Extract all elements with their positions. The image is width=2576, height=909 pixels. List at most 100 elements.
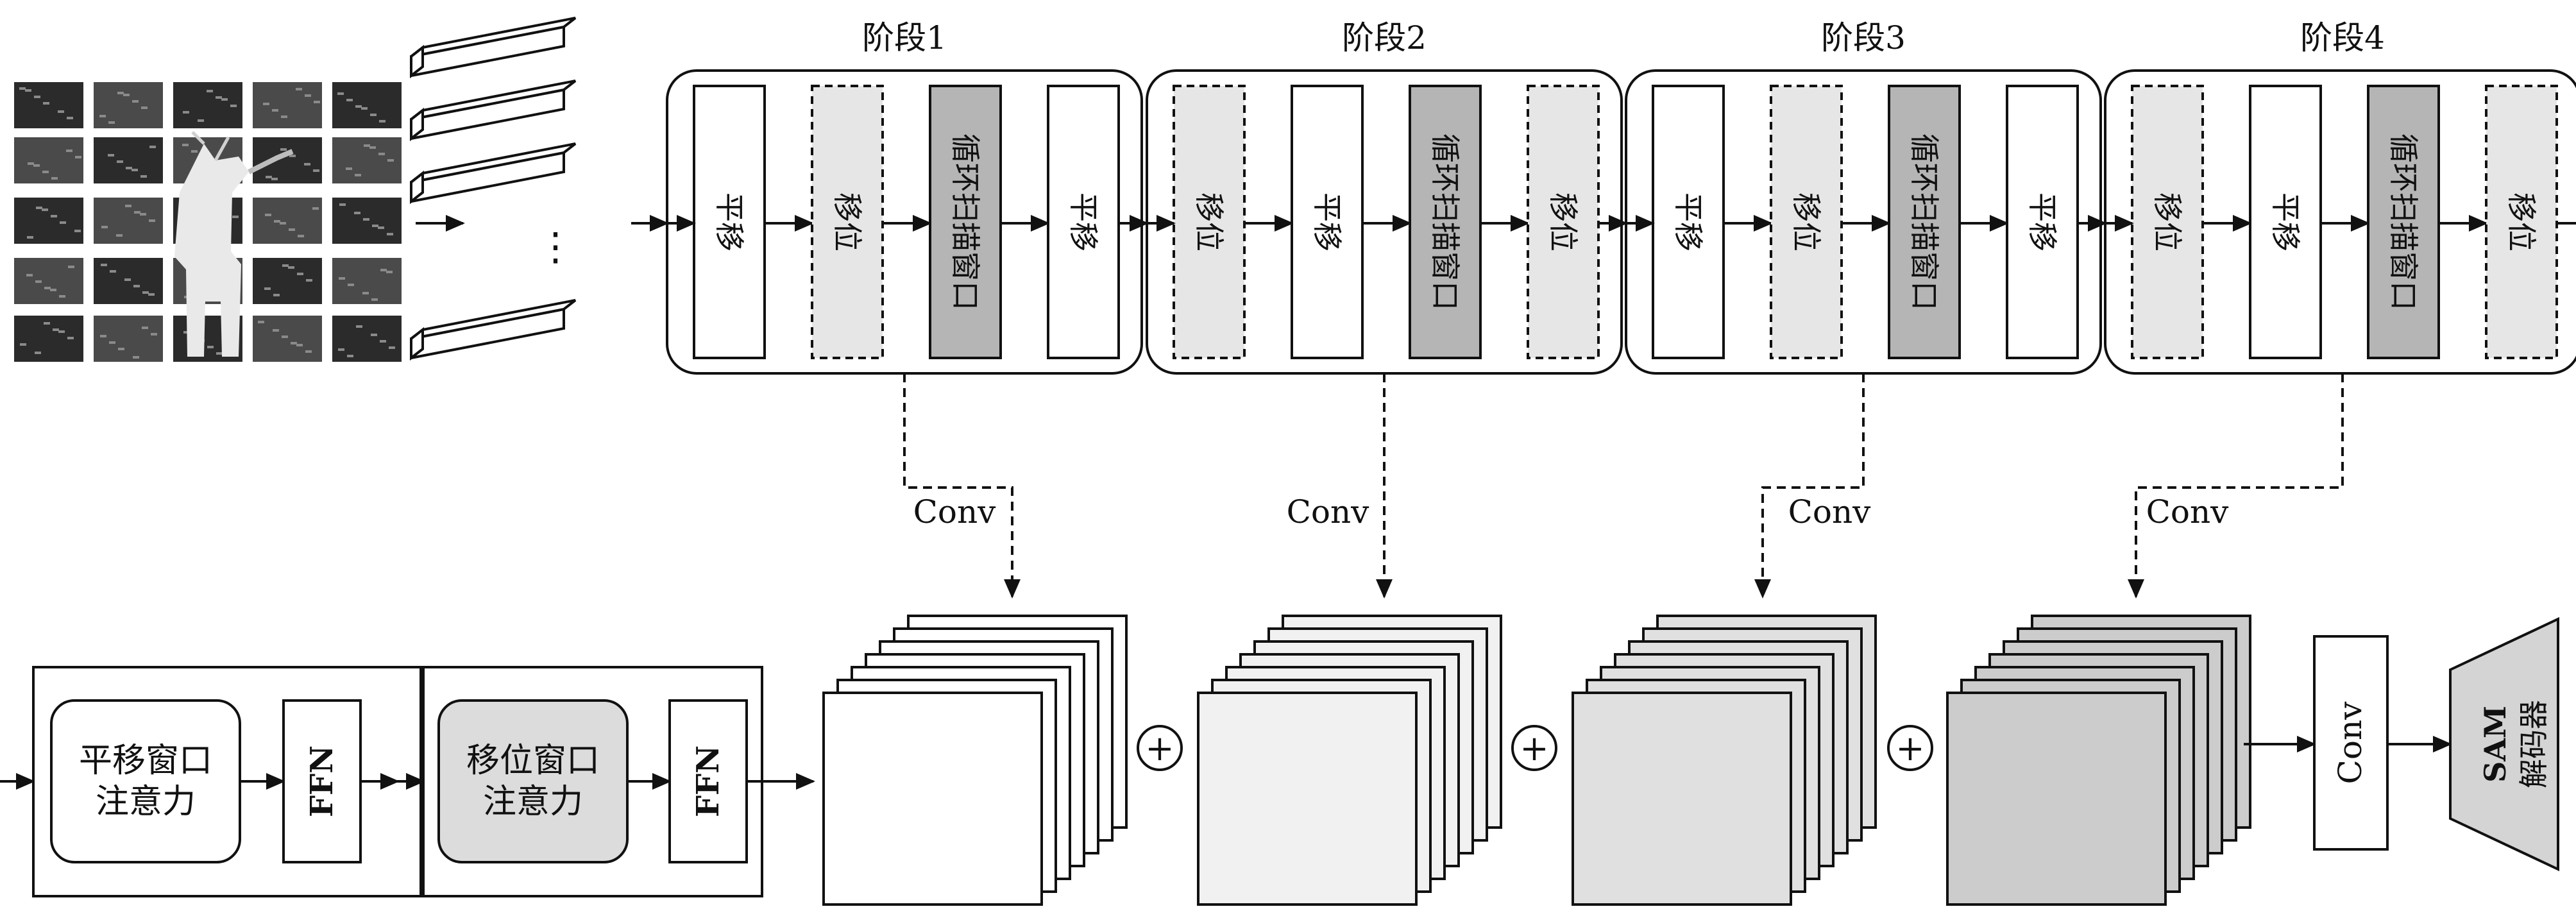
translate-window-attention-box (50, 699, 241, 863)
patch-texture (51, 215, 57, 217)
patch-texture (338, 348, 344, 351)
patch-texture (266, 176, 272, 178)
translate-window-attention-line1: 平移窗口 (79, 742, 212, 780)
patch-texture (34, 96, 40, 98)
patch-texture (297, 273, 303, 275)
patch-texture (44, 287, 51, 289)
patch-texture (59, 295, 65, 298)
patch-texture (273, 329, 279, 332)
final-conv-label: Conv (2332, 701, 2369, 785)
patch-texture (117, 160, 123, 163)
patch-texture (100, 335, 106, 337)
patch-texture (133, 356, 139, 359)
patch-texture (125, 205, 131, 207)
patch-texture (36, 207, 42, 209)
patch-texture (288, 266, 294, 269)
patch-texture (207, 90, 213, 92)
patch-texture (110, 270, 116, 273)
patch-texture (108, 154, 114, 157)
patch-texture (296, 88, 302, 90)
patch-texture (118, 348, 124, 350)
patch-texture (131, 169, 138, 171)
patch-texture (151, 333, 157, 336)
conv-dashed-connector (2128, 373, 2344, 599)
token-bar-end (410, 327, 424, 361)
patch-texture (133, 285, 140, 287)
token-bar-end (410, 44, 424, 79)
stage-title: 阶段3 (1821, 19, 1906, 56)
stages: 阶段1平移移位循环扫描窗口平移阶段2移位平移循环扫描窗口移位阶段3平移移位循环扫… (666, 19, 2576, 375)
patch-texture (109, 341, 115, 344)
input-image-patches (14, 82, 402, 362)
conv-label: Conv (2146, 493, 2230, 531)
stage-title: 阶段4 (2300, 19, 2385, 56)
cyclic-scan-window-block (2367, 85, 2440, 359)
patch-texture (198, 119, 204, 122)
image-patch (14, 198, 83, 244)
patch-texture (387, 159, 394, 162)
patch-texture (265, 214, 271, 216)
patch-texture (207, 346, 214, 348)
patch-texture (291, 342, 297, 344)
patch-texture (370, 114, 377, 116)
conv-dashed-connector (903, 373, 1021, 599)
patch-texture (216, 96, 222, 99)
shift-window-attention-line1: 移位窗口 (466, 742, 600, 780)
patch-texture (387, 233, 393, 235)
patch-texture (221, 98, 228, 101)
patch-texture (126, 167, 132, 169)
patch-texture (74, 230, 81, 232)
feature-map-sheet (1197, 692, 1418, 906)
patch-texture (361, 107, 368, 110)
patch-texture (101, 264, 107, 266)
patch-texture (216, 352, 223, 355)
patch-texture (271, 178, 278, 180)
patch-texture (66, 149, 72, 152)
patch-texture (19, 87, 26, 90)
patch-texture (140, 175, 147, 178)
patch-texture (362, 292, 369, 294)
patch-texture (263, 103, 269, 105)
sam-decoder-trapezoid (2449, 616, 2559, 872)
patch-texture (27, 236, 33, 239)
patch-texture (305, 350, 312, 353)
patch-texture (67, 337, 74, 339)
token-bar-end (410, 107, 424, 142)
patch-texture (183, 331, 190, 334)
patch-texture (149, 146, 156, 148)
patch-texture (378, 226, 384, 229)
translate-block (1047, 85, 1120, 359)
patch-texture (191, 150, 198, 153)
patch-texture (371, 334, 377, 336)
patch-texture (258, 321, 264, 323)
plus-sign-3: + (1895, 728, 1924, 769)
patch-texture (58, 330, 65, 333)
patch-texture (132, 100, 139, 103)
patch-texture (380, 340, 386, 343)
patch-texture (273, 294, 280, 296)
block-label: 平移 (1066, 192, 1101, 251)
patch-texture (53, 328, 59, 331)
patch-texture (289, 155, 296, 157)
block-label: 移位 (1192, 192, 1226, 251)
patch-texture (282, 336, 288, 338)
sam-decoder-line1: SAM (2478, 706, 2512, 783)
block-label: 移位 (1789, 192, 1824, 251)
feature-map-sheet (1572, 692, 1792, 906)
image-patch (14, 258, 83, 304)
patch-tokens (410, 17, 577, 361)
stage-title: 阶段2 (1342, 19, 1427, 56)
patch-texture (272, 109, 278, 112)
plus-circle-3 (1887, 725, 1933, 771)
patch-texture (99, 115, 106, 117)
stage-3: 阶段3平移移位循环扫描窗口平移 (1625, 19, 2107, 375)
ffn-label-right: FFN (690, 745, 726, 817)
patch-texture (43, 102, 49, 105)
patch-texture (282, 264, 289, 267)
translate-block (693, 85, 766, 359)
patch-texture (183, 111, 189, 114)
patch-texture (339, 203, 346, 206)
patch-texture (312, 207, 319, 210)
patch-texture (117, 92, 124, 94)
shift-window-attention-line2: 注意力 (483, 783, 583, 821)
